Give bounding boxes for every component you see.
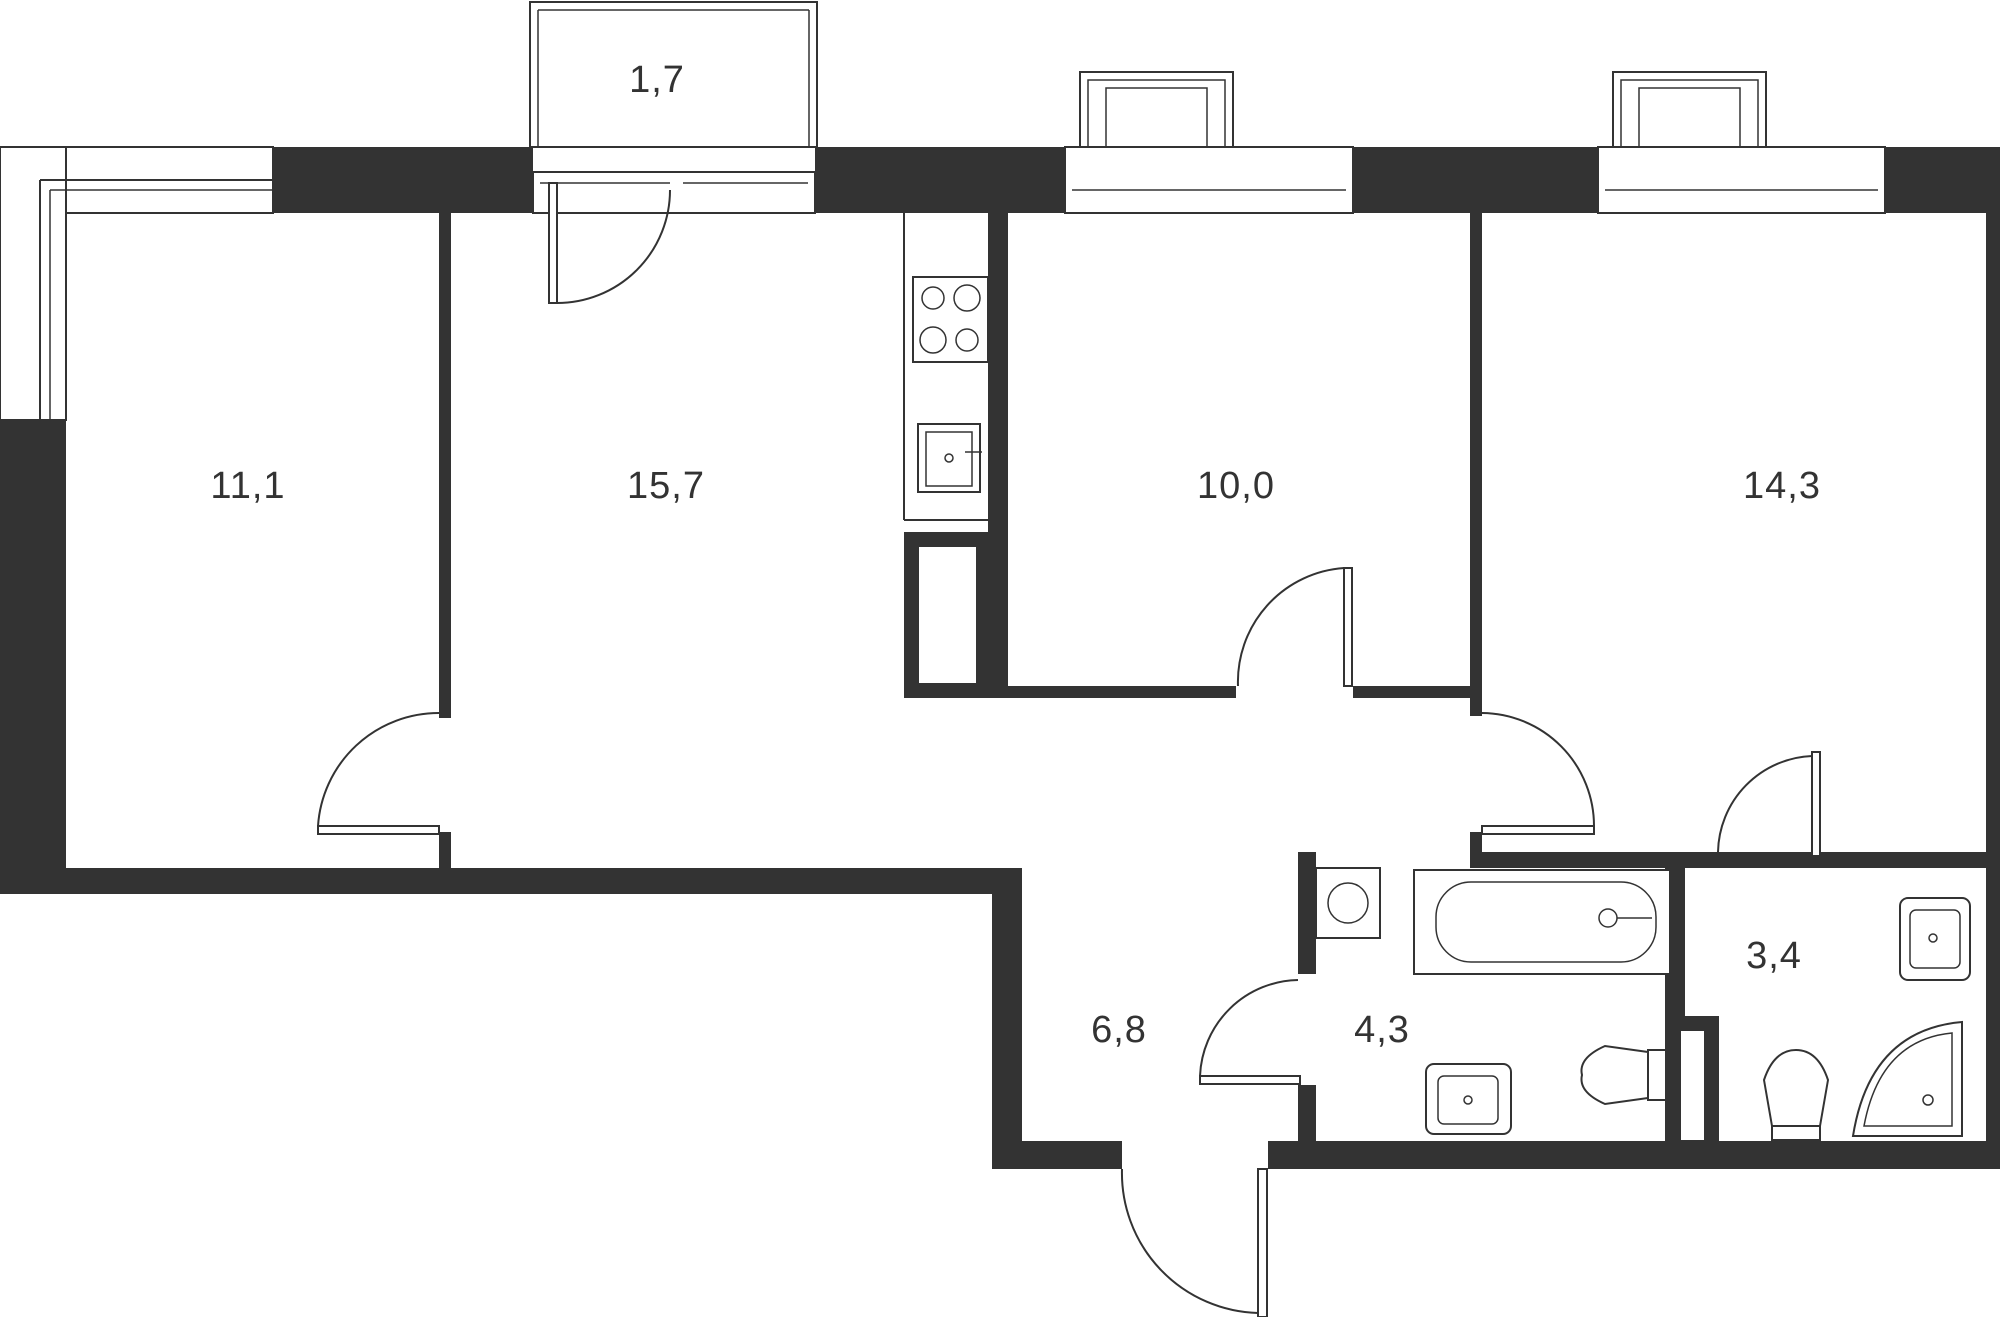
kitchen-sink-icon xyxy=(917,423,982,493)
balcony xyxy=(529,1,818,148)
door-icon xyxy=(317,182,1821,1317)
area-label-balcony: 1,7 xyxy=(629,59,685,101)
toilet-icon xyxy=(1580,1044,1667,1106)
shower-icon xyxy=(1851,1020,1963,1137)
window-bay-right xyxy=(1612,71,1767,148)
washbasin-icon xyxy=(1425,1063,1512,1135)
area-label-wc: 3,4 xyxy=(1746,935,1802,977)
area-label-room-middle: 10,0 xyxy=(1197,465,1275,507)
window-bay-middle xyxy=(1079,71,1234,148)
area-label-room-living: 15,7 xyxy=(627,465,705,507)
area-label-room-right: 14,3 xyxy=(1743,465,1821,507)
area-label-hall: 6,8 xyxy=(1091,1009,1147,1051)
kitchen-counter xyxy=(903,213,988,521)
area-label-room-left: 11,1 xyxy=(210,465,285,507)
walls xyxy=(0,147,2000,1169)
washbasin-icon xyxy=(1899,897,1971,981)
area-label-bath: 4,3 xyxy=(1354,1009,1410,1051)
bathtub-icon xyxy=(1413,869,1671,975)
toilet-icon xyxy=(1762,1048,1830,1141)
window-icon xyxy=(0,146,1886,421)
stove-icon xyxy=(912,276,989,363)
washing-machine-icon xyxy=(1315,867,1381,939)
